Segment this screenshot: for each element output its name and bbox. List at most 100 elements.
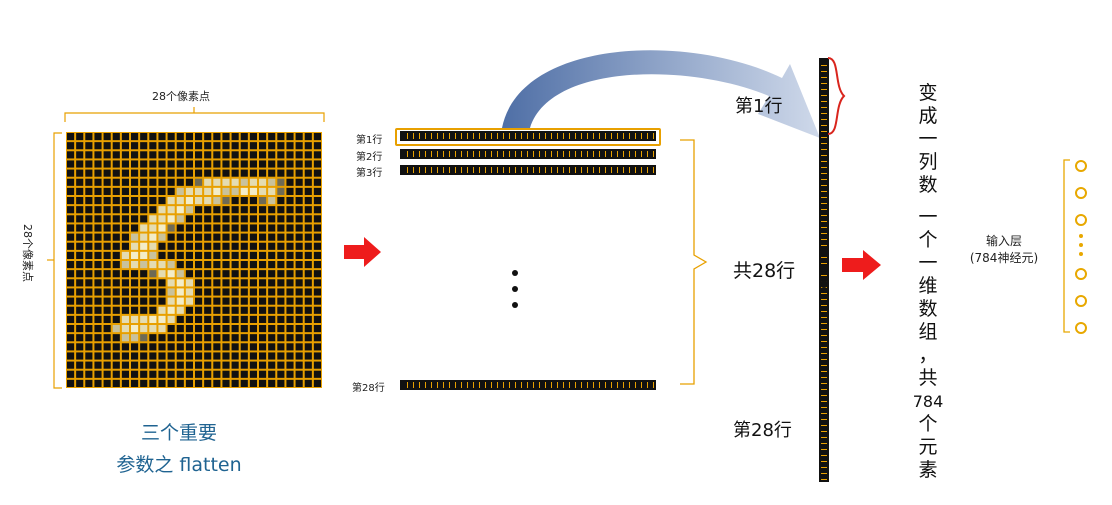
pixel-cell [103,142,111,150]
pixel-cell [240,279,248,287]
pixel-cell [268,215,276,223]
pixel-cell [295,215,303,223]
pixel-cell [67,370,75,378]
pixel-cell [286,379,294,387]
pixel-cell [304,270,312,278]
pixel-cell [67,160,75,168]
pixel-cell [277,224,285,232]
pixel-cell [176,242,184,250]
pixel-cell [76,151,84,159]
pixel-cell [295,379,303,387]
pixel-cell [121,270,129,278]
pixel-cell [195,352,203,360]
pixel-cell [158,288,166,296]
pixel-cell [240,224,248,232]
pixel-cell [185,315,193,323]
pixel-cell [259,233,267,241]
pixel-cell [204,251,212,259]
pixel-cell [85,169,93,177]
pixel-cell [94,206,102,214]
pixel-cell [195,261,203,269]
row-label-3: 第3行 [356,168,383,179]
pixel-cell [158,261,166,269]
pixel-cell [67,187,75,195]
pixel-cell [112,178,120,186]
pixel-cell [185,133,193,141]
pixel-cell [121,279,129,287]
pixel-cell [121,233,129,241]
pixel-cell [277,251,285,259]
pixel-cell [185,142,193,150]
pixel-cell [176,187,184,195]
pixel-cell [85,270,93,278]
pixel-cell [313,187,321,195]
input-neuron [1075,322,1087,334]
pixel-cell [304,288,312,296]
pixel-cell [167,242,175,250]
pixel-cell [249,325,257,333]
pixel-cell [204,288,212,296]
pixel-cell [268,379,276,387]
pixel-cell [185,233,193,241]
pixel-cell [103,279,111,287]
pixel-cell [249,178,257,186]
pixel-cell [231,160,239,168]
pixel-cell [85,379,93,387]
pixel-cell [231,306,239,314]
pixel-cell [259,142,267,150]
pixel-cell [176,325,184,333]
pixel-cell [277,279,285,287]
pixel-cell [277,160,285,168]
pixel-cell [185,169,193,177]
input-neuron [1075,187,1087,199]
pixel-cell [268,178,276,186]
pixel-cell [94,251,102,259]
pixel-cell [213,297,221,305]
pixel-cell [249,306,257,314]
pixel-cell [295,197,303,205]
pixel-cell [249,334,257,342]
pixel-cell [195,133,203,141]
pixel-cell [85,224,93,232]
pixel-cell [158,251,166,259]
pixel-cell [295,233,303,241]
pixel-cell [259,206,267,214]
pixel-cell [85,261,93,269]
pixel-cell [286,315,294,323]
pixel-cell [131,379,139,387]
pixel-cell [140,169,148,177]
pixel-cell [286,325,294,333]
pixel-cell [112,160,120,168]
pixel-cell [240,233,248,241]
rows-brace [680,139,708,385]
pixel-cell [167,334,175,342]
pixel-cell [94,215,102,223]
pixel-cell [149,169,157,177]
pixel-cell [140,361,148,369]
pixel-cell [185,261,193,269]
pixel-cell [195,251,203,259]
pixel-cell [121,242,129,250]
flat-row-28 [400,380,656,390]
grid-top-brace [64,107,325,122]
pixel-cell [67,352,75,360]
pixel-cell [121,206,129,214]
pixel-cell [286,343,294,351]
pixel-cell [268,187,276,195]
pixel-cell [231,334,239,342]
pixel-cell [67,361,75,369]
pixel-cell [76,169,84,177]
pixel-cell [304,215,312,223]
pixel-cell [103,151,111,159]
pixel-cell [231,242,239,250]
pixel-cell [185,178,193,186]
pixel-cell [240,288,248,296]
pixel-cell [222,315,230,323]
pixel-cell [295,187,303,195]
pixel-cell [112,325,120,333]
pixel-cell [167,325,175,333]
pixel-cell [195,270,203,278]
pixel-cell [94,297,102,305]
pixel-cell [222,178,230,186]
pixel-cell [195,361,203,369]
